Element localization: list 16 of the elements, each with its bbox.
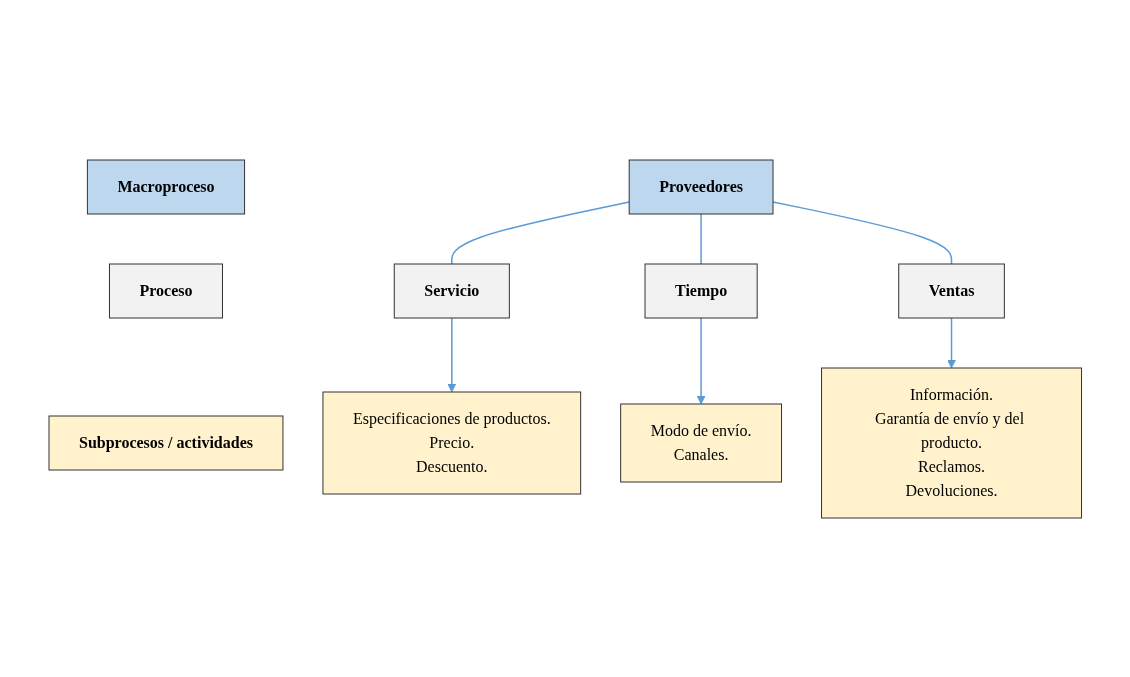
node-box: Subprocesos / actividades bbox=[48, 415, 284, 470]
node-box: Tiempo bbox=[644, 263, 758, 318]
node-box: Modo de envío. Canales. bbox=[619, 403, 782, 482]
node-box: Macroproceso bbox=[86, 159, 245, 214]
node-box: Ventas bbox=[897, 263, 1005, 318]
arrow bbox=[447, 316, 456, 392]
node-box: Proceso bbox=[108, 263, 223, 318]
node-box: Proveedores bbox=[628, 159, 774, 214]
node-box: Servicio bbox=[393, 263, 510, 318]
arrow bbox=[696, 316, 706, 404]
node-box: Especificaciones de productos. Precio. Descuento. bbox=[322, 391, 581, 494]
connector bbox=[772, 200, 952, 265]
arrow bbox=[946, 316, 956, 368]
node-box: Información. Garantía de envío y del producto. Reclamos. Devoluciones. bbox=[820, 367, 1082, 518]
connector bbox=[700, 212, 702, 265]
connector bbox=[450, 200, 630, 265]
